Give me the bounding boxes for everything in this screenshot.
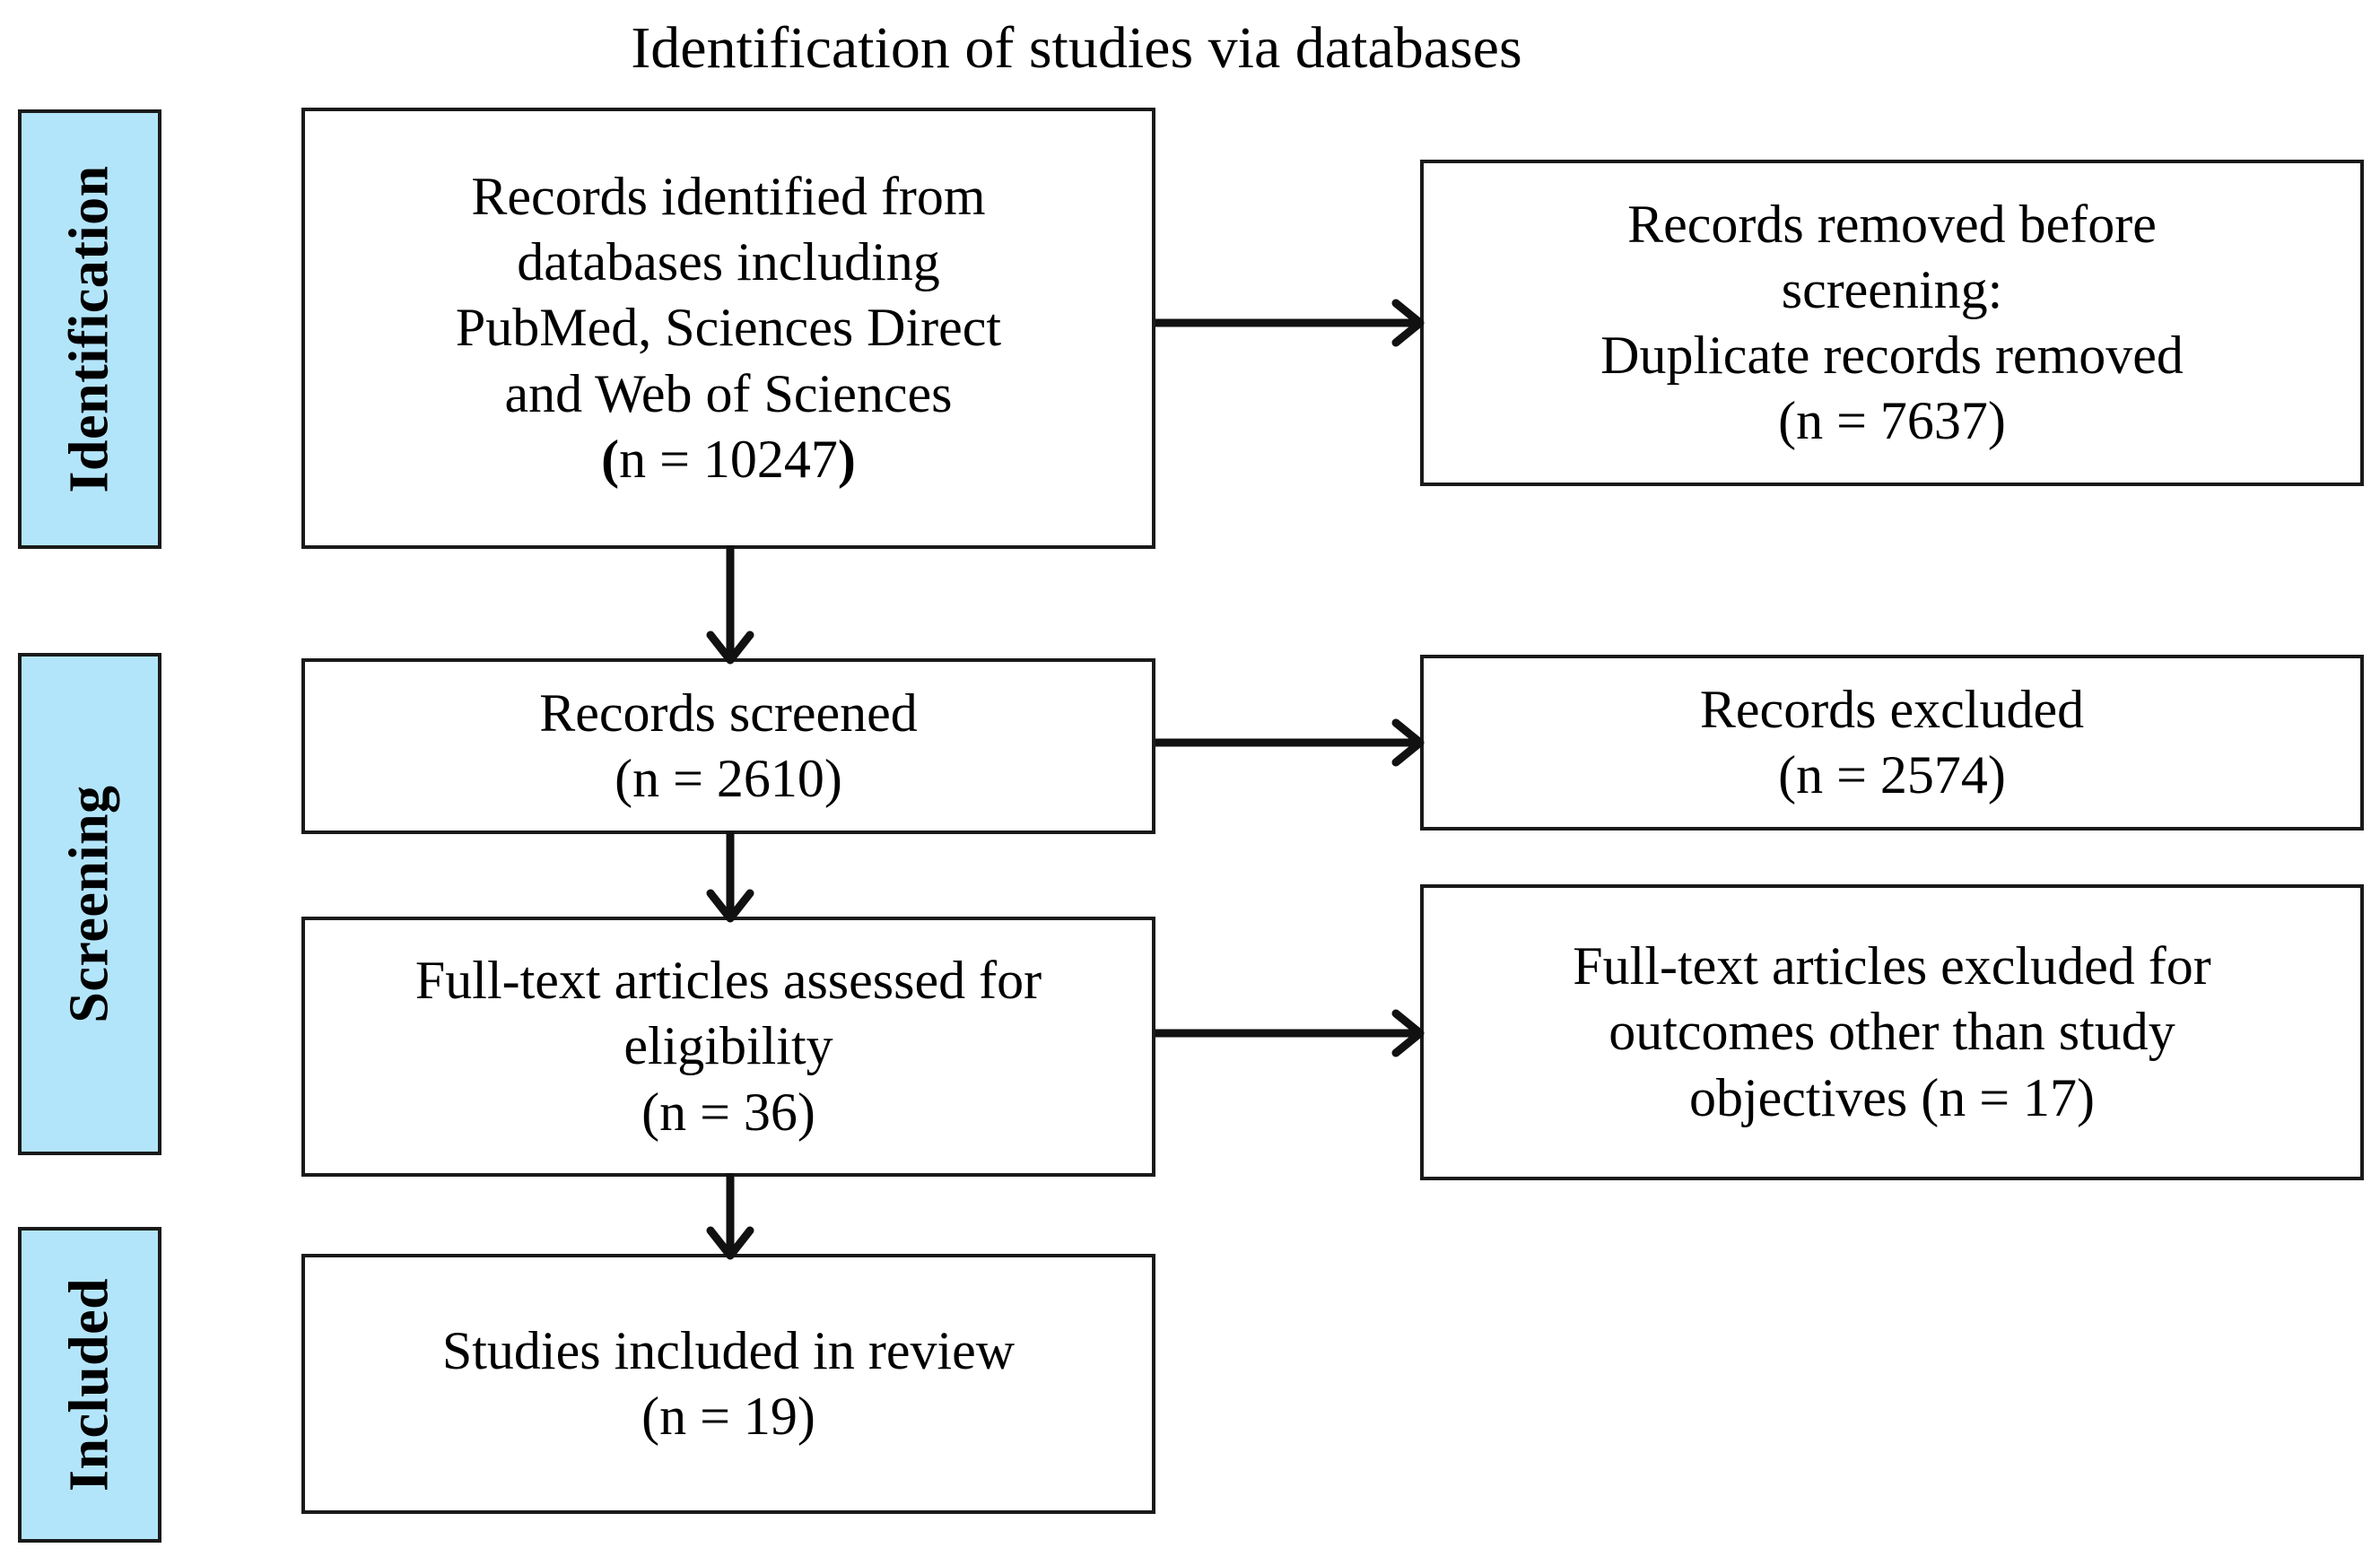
- box-records-screened: Records screened (n = 2610): [301, 658, 1155, 834]
- phase-bar-identification: Identification: [18, 109, 161, 549]
- records-identified-count: (n = 10247): [318, 427, 1139, 492]
- records-identified-count-value: n = 10247: [619, 429, 838, 489]
- fulltext-excluded-line-2: outcomes other than study: [1608, 1002, 2175, 1062]
- records-identified-line-3: PubMed, Sciences Direct: [455, 298, 1002, 358]
- records-excluded-line-1: Records excluded: [1699, 679, 2085, 739]
- arrow-fulltext-assessed-to-included: [702, 1173, 759, 1260]
- studies-included-line-1: Studies included in review: [441, 1320, 1016, 1380]
- box-records-excluded: Records excluded (n = 2574): [1420, 655, 2364, 831]
- arrow-fulltext-assessed-to-fulltext-excluded: [1155, 1006, 1425, 1060]
- fulltext-excluded-line-3: objectives (n = 17): [1688, 1067, 2096, 1127]
- box-records-identified: Records identified from databases includ…: [301, 108, 1155, 549]
- records-screened-count: (n = 2610): [615, 749, 842, 808]
- arrow-screened-to-fulltext-assessed: [702, 831, 759, 923]
- box-studies-included: Studies included in review (n = 19): [301, 1254, 1155, 1514]
- phase-label-included: Included: [58, 1277, 120, 1492]
- records-removed-line-2: screening:: [1781, 259, 2003, 319]
- records-identified-line-1: Records identified from: [471, 167, 986, 227]
- fulltext-assessed-line-1: Full-text articles assessed for: [414, 951, 1042, 1011]
- records-excluded-count: (n = 2574): [1778, 745, 2006, 804]
- phase-label-identification: Identification: [58, 165, 120, 493]
- studies-included-count: (n = 19): [641, 1387, 815, 1446]
- box-fulltext-assessed: Full-text articles assessed for eligibil…: [301, 917, 1155, 1177]
- box-records-removed: Records removed before screening: Duplic…: [1420, 160, 2364, 486]
- phase-bar-screening: Screening: [18, 653, 161, 1155]
- phase-bar-included: Included: [18, 1227, 161, 1543]
- arrow-screened-to-records-excluded: [1155, 716, 1425, 770]
- arrow-identified-to-removed: [1155, 296, 1425, 350]
- fulltext-excluded-line-1: Full-text articles excluded for: [1573, 936, 2211, 996]
- records-removed-line-1: Records removed before: [1627, 194, 2157, 254]
- records-screened-line-1: Records screened: [539, 683, 918, 743]
- arrow-identified-to-screened: [702, 545, 759, 665]
- fulltext-assessed-count: (n = 36): [641, 1082, 815, 1142]
- diagram-title: Identification of studies via databases: [631, 15, 1522, 81]
- records-removed-line-3: Duplicate records removed: [1600, 326, 2184, 385]
- fulltext-assessed-line-2: eligibility: [623, 1016, 833, 1076]
- records-identified-count-open: (: [601, 429, 620, 489]
- records-removed-count: (n = 7637): [1778, 391, 2006, 451]
- box-fulltext-excluded: Full-text articles excluded for outcomes…: [1420, 884, 2364, 1180]
- records-identified-count-close: ): [837, 429, 856, 489]
- records-identified-line-2: databases including: [517, 232, 940, 292]
- phase-label-screening: Screening: [58, 785, 120, 1023]
- records-identified-line-4: and Web of Sciences: [504, 363, 953, 423]
